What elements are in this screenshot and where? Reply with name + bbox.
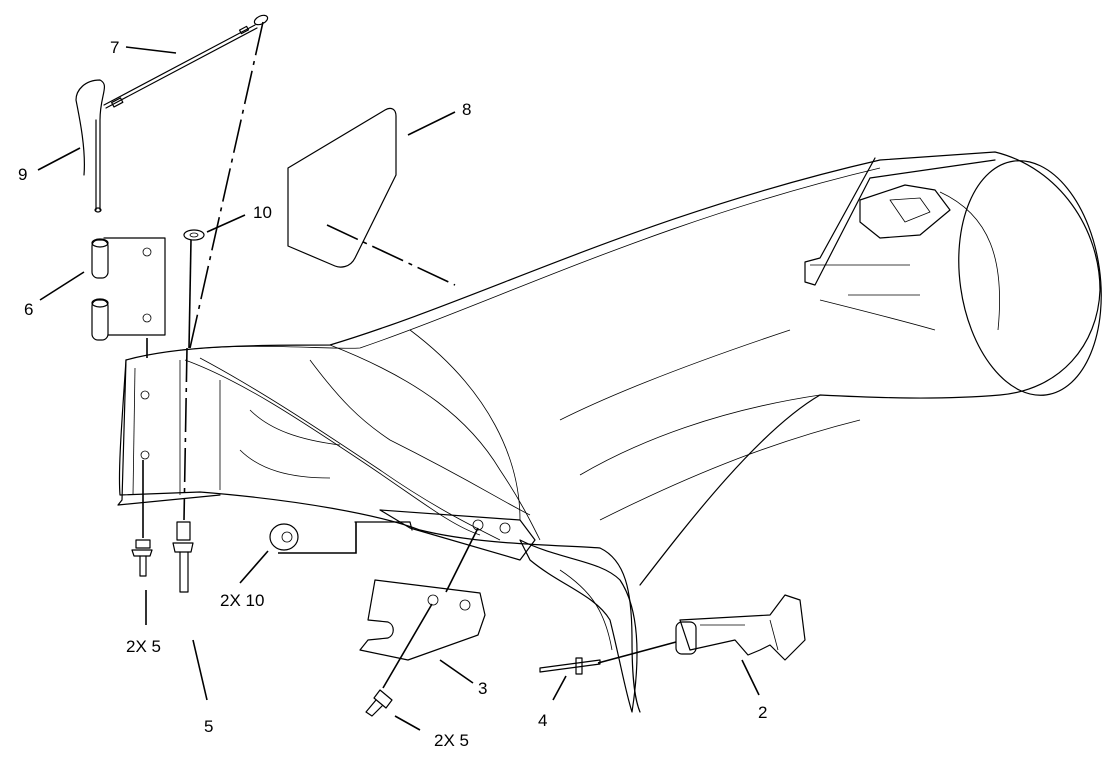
callout-10: 10 [253,203,272,222]
callout-labels: 7 9 8 10 6 2X 10 2X 5 5 3 2X 5 4 2 [18,38,767,750]
callout-2x5-left: 2X 5 [126,637,161,656]
part-7-cable [103,14,269,109]
part-5-rivet-lower [365,689,393,717]
part-6-hinge [91,237,166,341]
callout-3: 3 [478,679,487,698]
part-8-plate [287,107,397,268]
callout-7: 7 [110,38,119,57]
callout-4: 4 [538,711,547,730]
callout-2x5-lower: 2X 5 [434,731,469,750]
callout-5: 5 [204,717,213,736]
part-10-washer [183,229,205,241]
dash-dot-lines [183,21,456,521]
callout-2x10: 2X 10 [220,591,264,610]
part-2-latch [675,594,806,661]
part-5-rivet-center [172,521,194,593]
part-4-pin [539,657,601,675]
callout-6: 6 [24,300,33,319]
callout-9: 9 [18,165,27,184]
part-5-rivet-left [131,539,153,577]
callout-8: 8 [462,100,471,119]
callout-2: 2 [758,703,767,722]
discharge-chute [117,151,1102,713]
part-9-hitch-pin [75,79,105,213]
part-10-washer-lower [269,523,299,551]
leader-lines [37,46,760,731]
part-3-bracket [359,579,486,661]
